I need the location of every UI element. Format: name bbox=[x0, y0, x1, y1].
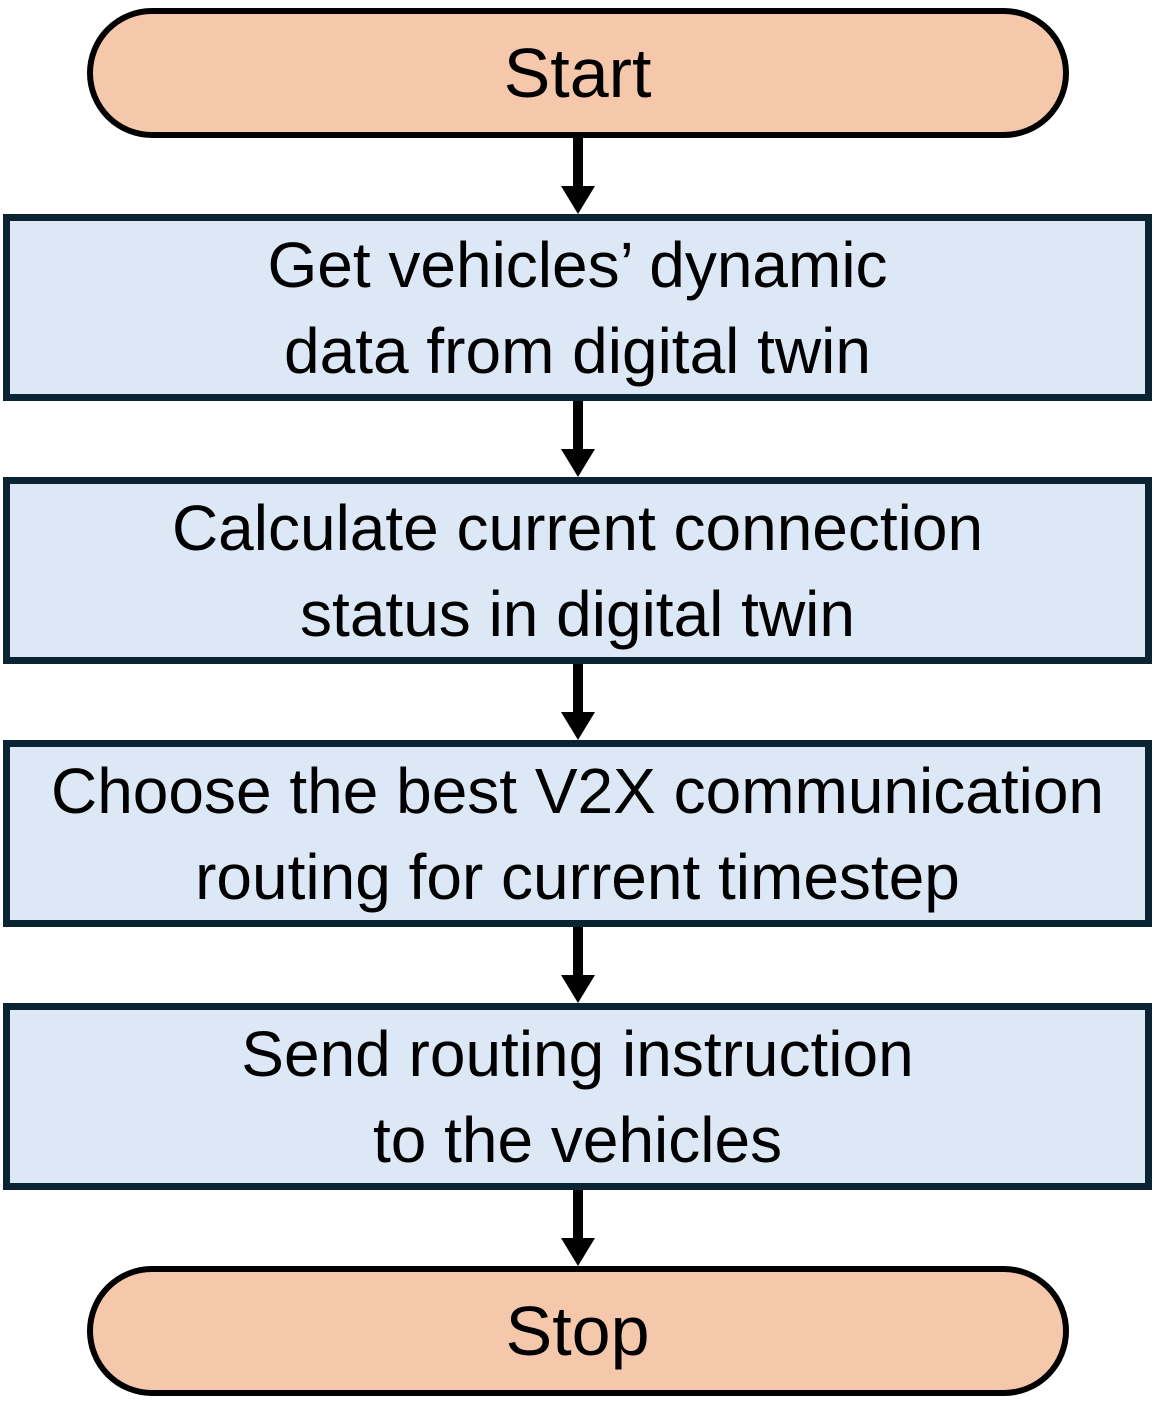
arrow-shaft bbox=[572, 138, 583, 186]
node-start-label: Start bbox=[503, 34, 652, 112]
node-send-instruction-line1: Send routing instruction bbox=[241, 1017, 914, 1090]
node-calc-status-line1: Calculate current connection bbox=[171, 491, 984, 564]
arrow-shaft bbox=[572, 927, 583, 975]
arrow-head-icon bbox=[560, 1238, 595, 1266]
node-stop: Stop bbox=[86, 1266, 1069, 1396]
node-send-instruction: Send routing instruction to the vehicles bbox=[3, 1003, 1152, 1190]
node-calc-status: Calculate current connection status in d… bbox=[3, 477, 1152, 664]
flow-arrow-3 bbox=[560, 664, 595, 740]
flow-arrow-2 bbox=[560, 401, 595, 477]
flow-arrow-1 bbox=[560, 138, 595, 214]
node-choose-routing: Choose the best V2X communication routin… bbox=[3, 740, 1152, 927]
arrow-shaft bbox=[572, 1190, 583, 1238]
node-start: Start bbox=[86, 8, 1069, 138]
node-get-data-line1: Get vehicles’ dynamic bbox=[267, 228, 888, 301]
arrow-head-icon bbox=[560, 712, 595, 740]
node-calc-status-line2: status in digital twin bbox=[300, 577, 855, 650]
node-stop-label: Stop bbox=[505, 1292, 650, 1370]
arrow-shaft bbox=[572, 401, 583, 449]
node-get-data-line2: data from digital twin bbox=[284, 314, 871, 387]
flow-arrow-5 bbox=[560, 1190, 595, 1266]
node-send-instruction-line2: to the vehicles bbox=[372, 1103, 783, 1176]
arrow-shaft bbox=[572, 664, 583, 712]
node-choose-routing-line2: routing for current timestep bbox=[195, 840, 960, 913]
arrow-head-icon bbox=[560, 449, 595, 477]
arrow-head-icon bbox=[560, 186, 595, 214]
arrow-head-icon bbox=[560, 975, 595, 1003]
flow-arrow-4 bbox=[560, 927, 595, 1003]
node-get-data: Get vehicles’ dynamic data from digital … bbox=[3, 214, 1152, 401]
node-choose-routing-line1: Choose the best V2X communication bbox=[50, 754, 1105, 827]
